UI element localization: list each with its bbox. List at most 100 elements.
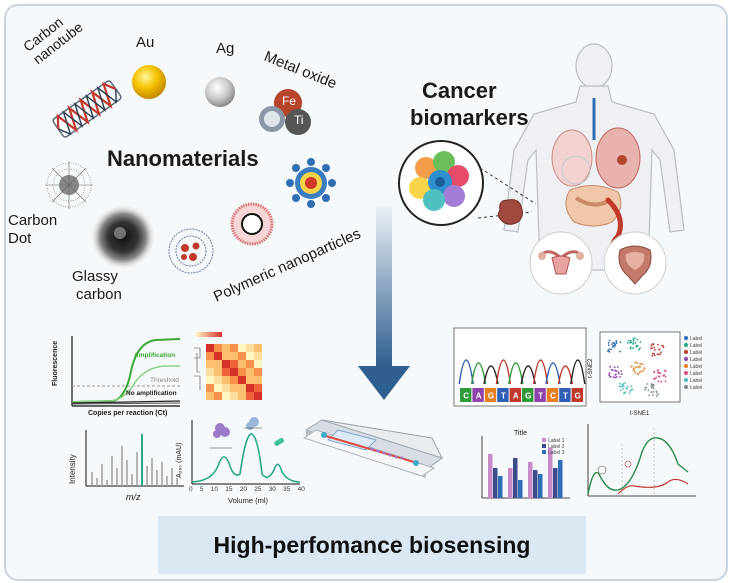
sequence-peak: [532, 359, 549, 385]
heatmap-cell: [246, 352, 254, 360]
sequence-peak: [470, 362, 487, 385]
tsne-legend-item: Label: [684, 385, 702, 392]
bar: [553, 468, 558, 498]
pcr-threshold-label: Threshold: [150, 377, 179, 384]
heatmap-cell: [222, 384, 230, 392]
tsne-point: [655, 392, 658, 394]
sequence-peak: [508, 362, 524, 385]
tsne-point: [612, 341, 615, 344]
tsne-point: [607, 342, 610, 344]
sequence-peak: [545, 362, 561, 385]
tsne-xlabel: t-SNE1: [630, 411, 650, 417]
sequence-peak: [570, 359, 586, 385]
tsne-point: [630, 385, 633, 388]
cancer-biomarkers-title-2: biomarkers: [410, 105, 529, 130]
micelle-nanoparticle-icon: [286, 158, 336, 208]
tsne-point: [608, 374, 611, 376]
heatmap-cell: [238, 352, 246, 360]
heatmap-cell: [254, 352, 262, 360]
tsne-point: [644, 386, 647, 389]
tsne-point: [647, 389, 650, 392]
chromatogram-tick: 25: [254, 486, 262, 493]
bar-chart-title: Title: [514, 430, 527, 437]
tsne-point: [634, 361, 637, 364]
tsne-point: [634, 366, 637, 368]
cancer-biomarkers-title-1: Cancer: [422, 78, 497, 103]
tsne-point: [630, 341, 633, 344]
sequence-base-label: T: [538, 392, 543, 401]
tsne-point: [656, 371, 659, 374]
heatmap-cell: [230, 360, 238, 368]
heatmap-cell: [206, 368, 214, 376]
tsne-legend-item: Label: [684, 350, 702, 357]
tsne-point: [620, 373, 623, 376]
tsne-point: [622, 392, 625, 395]
pcr-xlabel: Copies per reaction (Ct): [88, 410, 168, 417]
tsne-point: [615, 342, 618, 345]
tsne-point: [637, 366, 639, 369]
sequence-base-box: [509, 388, 521, 402]
heatmap-cell: [254, 360, 262, 368]
heatmap-cell: [222, 352, 230, 360]
carbon-nanotube-icon: [52, 80, 122, 138]
tsne-point: [615, 340, 618, 343]
tsne-point: [657, 353, 660, 355]
tsne-point: [630, 365, 633, 368]
carbon-dot-label-2: Dot: [8, 230, 32, 247]
heatmap-cell: [214, 360, 222, 368]
silver-nanoparticle-icon: [205, 77, 235, 107]
tsne-point: [657, 380, 660, 383]
tsne-point: [633, 369, 636, 372]
tsne-point: [650, 347, 653, 350]
sequence-base-label: A: [476, 392, 482, 401]
bar: [488, 454, 493, 498]
tsne-point: [607, 344, 610, 347]
tsne-point: [660, 380, 663, 383]
ms-xlabel: m/z: [126, 492, 141, 502]
heatmap-cell: [206, 376, 214, 384]
tsne-point: [629, 346, 632, 349]
tsne-point: [652, 385, 654, 388]
heatmap-cell: [238, 368, 246, 376]
tsne-point: [625, 387, 628, 390]
sequence-base-box: [546, 388, 559, 402]
tsne-point: [638, 371, 641, 373]
tsne-point: [657, 369, 660, 372]
tsne-point: [651, 354, 654, 357]
dendrimer-nanoparticle-icon: [168, 228, 214, 274]
bar-legend-item: Label 2: [542, 444, 564, 450]
tsne-point: [642, 369, 645, 372]
tsne-point: [655, 376, 658, 379]
tsne-point: [655, 390, 658, 393]
fe-label: Fe: [282, 94, 297, 108]
correlation-heatmap: [194, 332, 262, 400]
sequence-base-label: T: [563, 392, 568, 401]
tsne-point: [657, 393, 660, 396]
tsne-point: [636, 338, 639, 341]
uterus-inset-icon: [529, 231, 593, 295]
tumor-icon: [497, 199, 523, 225]
heatmap-cell: [238, 360, 246, 368]
tsne-point: [650, 391, 652, 393]
heatmap-cell: [206, 392, 214, 400]
tsne-point: [650, 383, 653, 385]
chromatogram-xlabel: Volume (ml): [228, 496, 269, 505]
bar: [508, 468, 513, 498]
tsne-point: [608, 372, 611, 375]
tsne-point: [617, 371, 620, 373]
heatmap-cell: [246, 360, 254, 368]
glassy-carbon-icon: [90, 204, 156, 270]
bar: [538, 474, 543, 498]
tsne-ylabel: t-SNE2: [588, 358, 594, 378]
tsne-point: [648, 394, 651, 397]
tsne-point: [663, 374, 666, 376]
sequence-base-box: [484, 388, 497, 402]
banner-text: High-perfomance biosensing: [213, 531, 531, 558]
sequence-base-box: [522, 388, 534, 402]
heatmap-cell: [230, 392, 238, 400]
tsne-point: [620, 370, 623, 372]
tsne-point: [632, 347, 635, 349]
tumor-cells-cluster-icon: [398, 140, 484, 226]
